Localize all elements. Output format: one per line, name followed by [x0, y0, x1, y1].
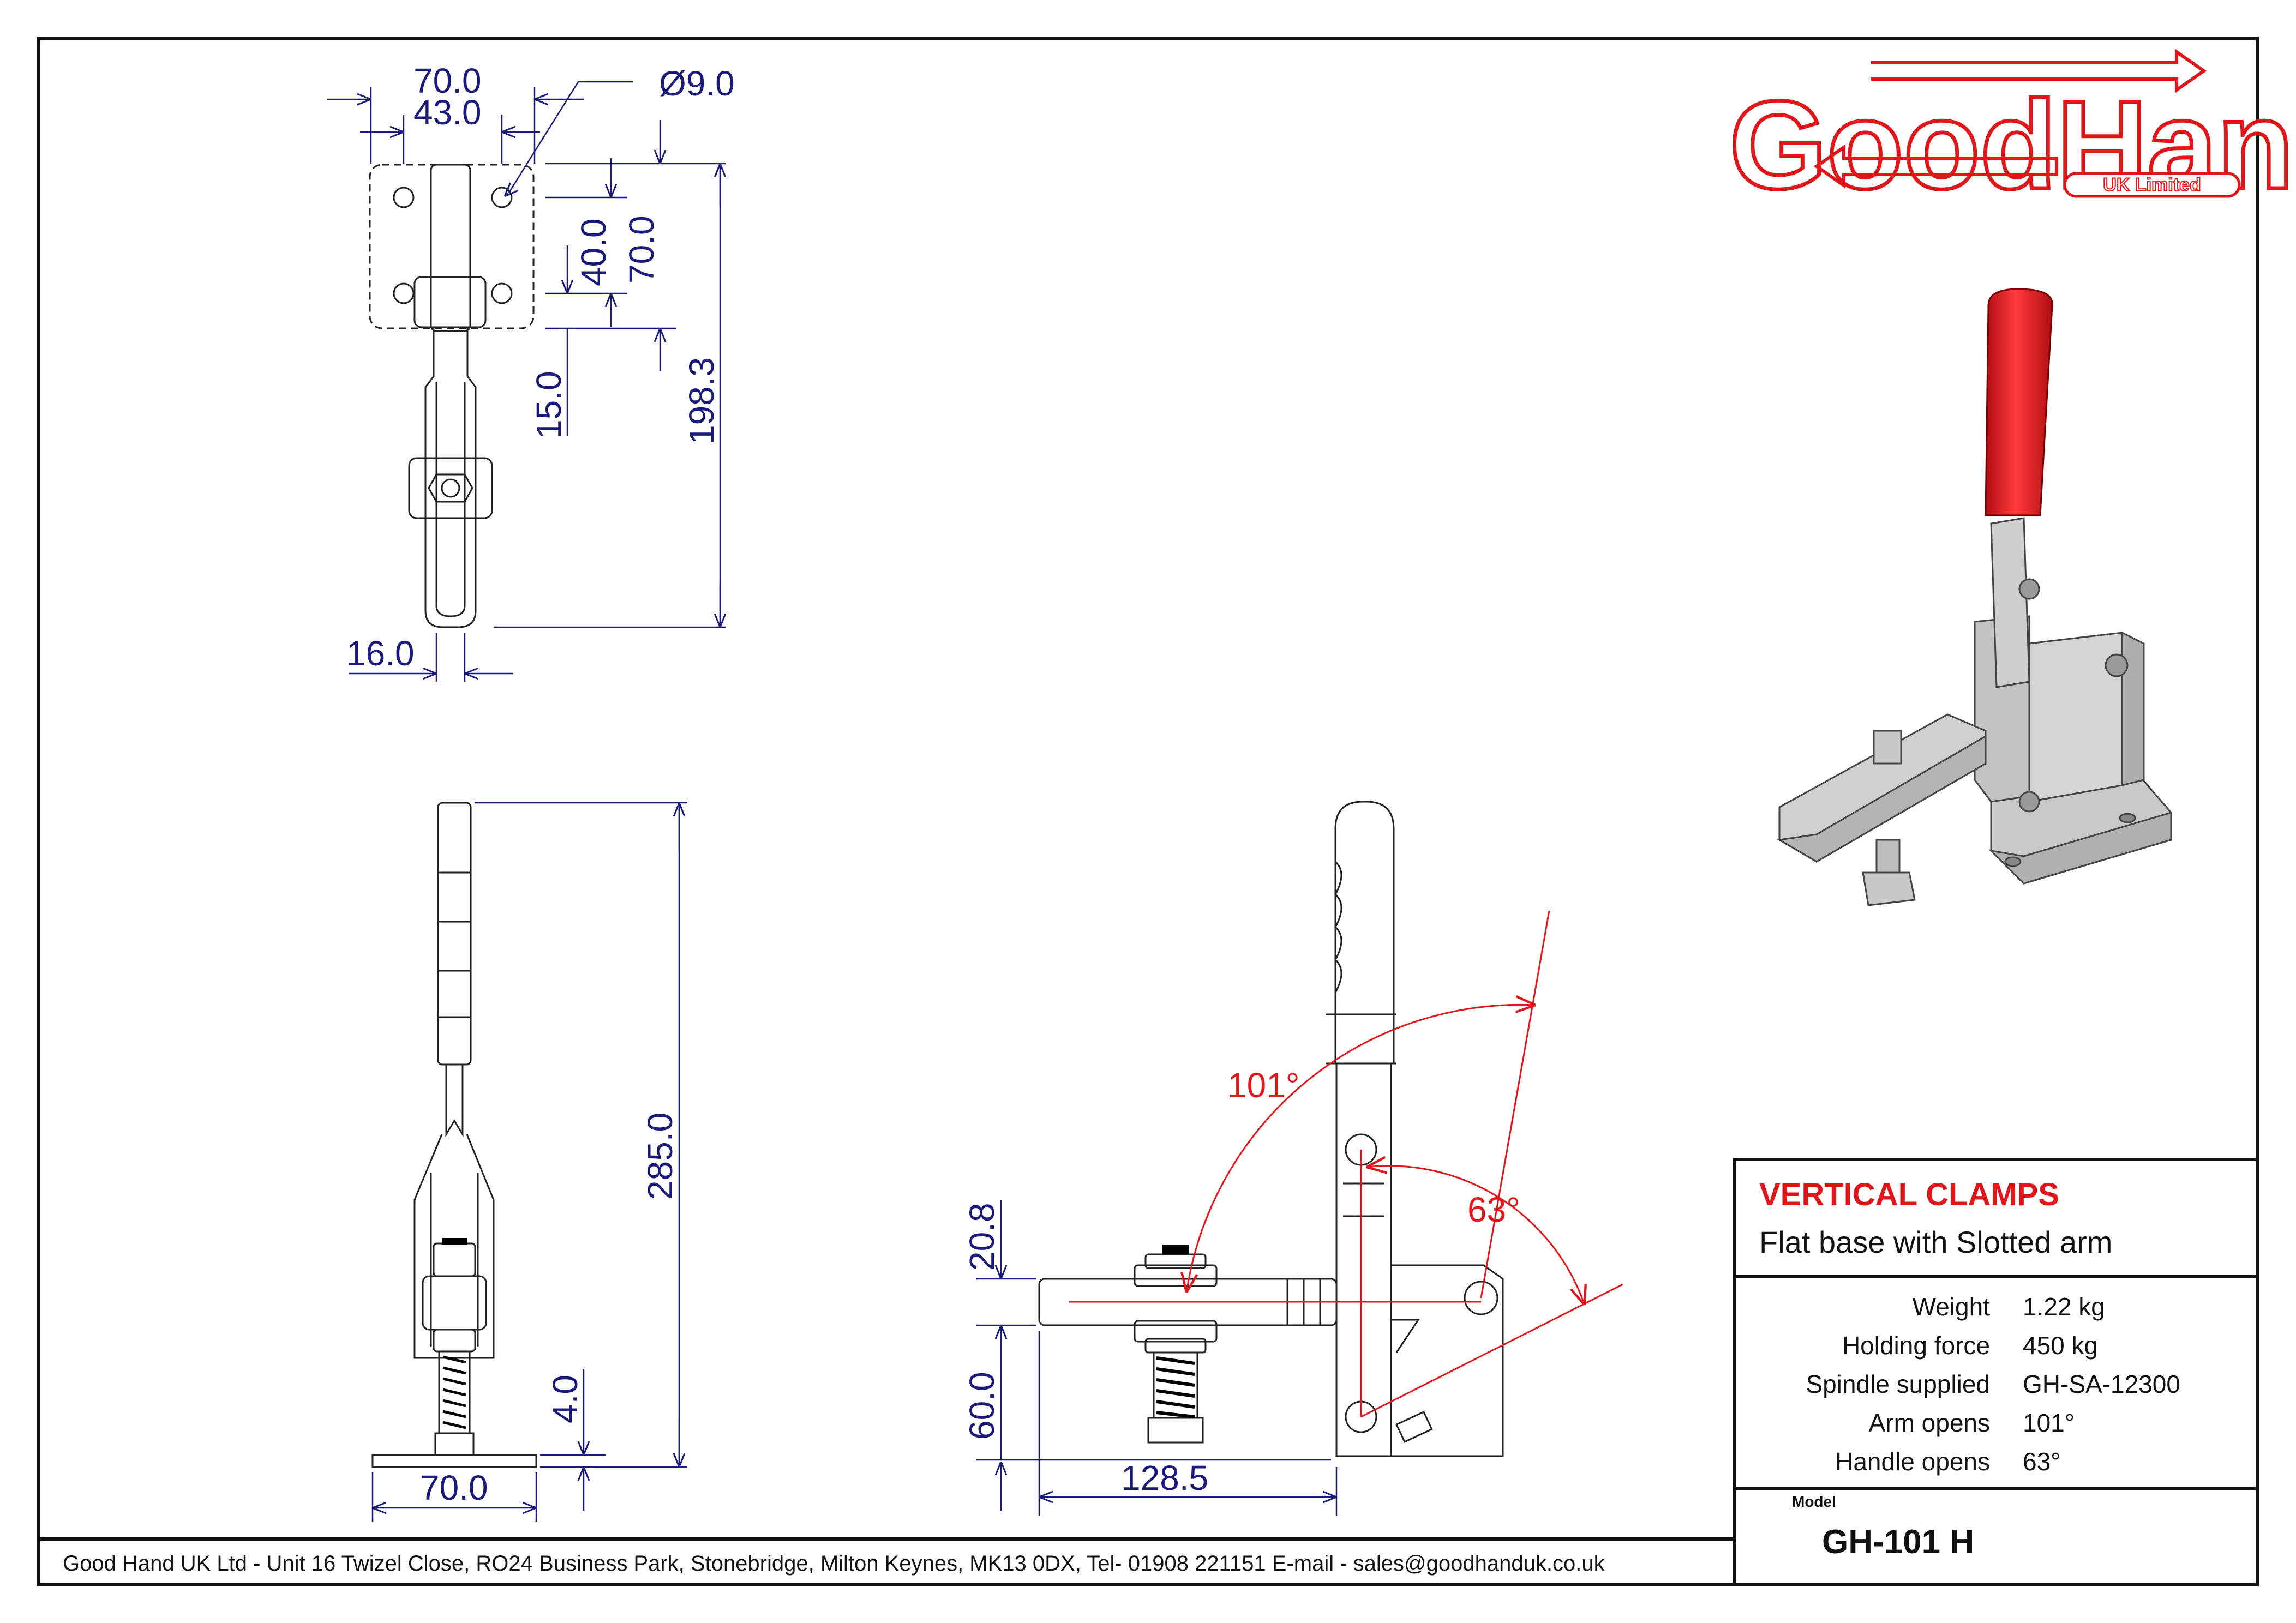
footer-address: Good Hand UK Ltd - Unit 16 Twizel Close,…: [63, 1552, 1605, 1576]
dim-43-top: 43.0: [413, 93, 482, 132]
isometric-render: [1777, 288, 2172, 906]
angle-101: 101°: [1227, 1066, 1299, 1105]
spec-label: Handle opens: [1835, 1447, 1990, 1476]
dim-60: 60.0: [962, 1372, 1002, 1440]
dim-128-5: 128.5: [1121, 1458, 1208, 1498]
spec-label: Arm opens: [1869, 1409, 1990, 1437]
spec-label: Spindle supplied: [1806, 1370, 1990, 1398]
model-label: Model: [1792, 1493, 1836, 1510]
front-view: [371, 802, 537, 1468]
dim-70-side: 70.0: [622, 215, 661, 284]
spec-value: GH-SA-12300: [2023, 1370, 2180, 1398]
dim-20-8: 20.8: [962, 1203, 1002, 1271]
spec-value: 450 kg: [2023, 1331, 2098, 1360]
spec-value: 63°: [2023, 1447, 2061, 1476]
spec-value: 101°: [2023, 1409, 2075, 1437]
dim-4: 4.0: [545, 1375, 585, 1423]
svg-text:UK Limited: UK Limited: [2103, 175, 2201, 195]
spec-table: Weight 1.22 kg Holding force 450 kg Spin…: [1806, 1293, 2180, 1476]
model-number: GH-101 H: [1822, 1523, 1974, 1561]
spec-label: Holding force: [1842, 1331, 1990, 1360]
angle-63: 63°: [1467, 1190, 1520, 1229]
sheet-border: [37, 37, 2259, 1586]
top-view-dimensions: [327, 81, 726, 682]
side-view: [1038, 801, 1504, 1457]
front-threads: [442, 1355, 466, 1429]
spec-value: 1.22 kg: [2023, 1293, 2105, 1321]
spec-label: Weight: [1913, 1293, 1991, 1321]
dim-hole: Ø9.0: [659, 64, 735, 103]
front-view-dimensions: [371, 802, 687, 1522]
title-main: VERTICAL CLAMPS: [1759, 1177, 2059, 1212]
dim-15: 15.0: [529, 371, 568, 439]
dim-70-top: 70.0: [413, 61, 482, 100]
side-view-dimensions: [976, 1200, 1338, 1516]
dim-285: 285.0: [640, 1113, 680, 1200]
dim-198: 198.3: [682, 357, 721, 444]
title-block: [1733, 1158, 2259, 1586]
dim-40: 40.0: [574, 218, 613, 286]
dim-70-front: 70.0: [420, 1468, 488, 1507]
title-sub: Flat base with Slotted arm: [1759, 1225, 2112, 1259]
side-angle-lines: [1069, 910, 1623, 1418]
dim-16: 16.0: [346, 634, 415, 673]
side-threads: [1156, 1356, 1195, 1418]
top-view: [369, 164, 535, 628]
